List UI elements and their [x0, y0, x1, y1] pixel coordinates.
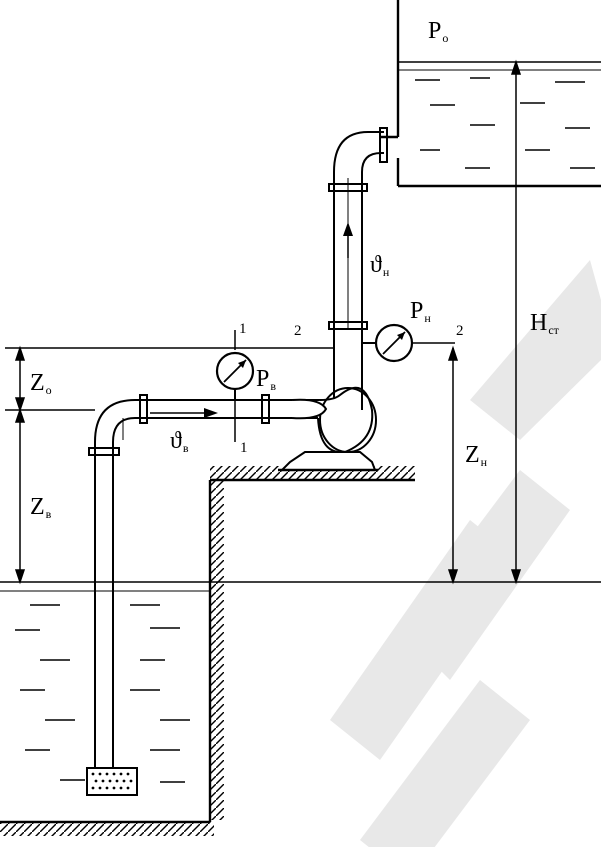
pv-label: Pв — [256, 366, 276, 393]
dimension-lines — [5, 59, 522, 585]
discharge-pipe — [333, 131, 384, 410]
p0-label: Po — [428, 18, 448, 45]
strainer-holes — [91, 772, 133, 790]
strainer — [86, 767, 138, 796]
suction-pipe — [94, 399, 320, 768]
z0-label: Zo — [30, 370, 52, 397]
pn-label: Pн — [410, 298, 431, 325]
suction-flanges — [88, 394, 270, 456]
suction-flow-arrow-icon — [150, 408, 218, 418]
vv-label: ϑв — [170, 428, 189, 455]
watermark — [330, 260, 601, 847]
zn-label: Zн — [465, 442, 488, 469]
hst-label: Hст — [530, 310, 560, 337]
pump — [278, 386, 378, 472]
section-2-left-label: 2 — [294, 323, 302, 339]
section-2-right-label: 2 — [456, 323, 464, 339]
section-1-bottom-label: 1 — [240, 440, 248, 456]
bottom-hatch — [0, 822, 214, 836]
zv-label: Zв — [30, 494, 52, 521]
section-2-line — [5, 342, 455, 349]
discharge-flow-arrow-icon — [343, 222, 353, 258]
upper-tank-water — [415, 77, 595, 169]
section-1-top-label: 1 — [239, 321, 247, 337]
lower-reservoir-water — [15, 604, 190, 783]
discharge-flanges — [328, 127, 388, 330]
upper-tank — [381, 0, 601, 188]
vn-label: ϑн — [370, 252, 390, 279]
discharge-gauge — [362, 323, 414, 363]
